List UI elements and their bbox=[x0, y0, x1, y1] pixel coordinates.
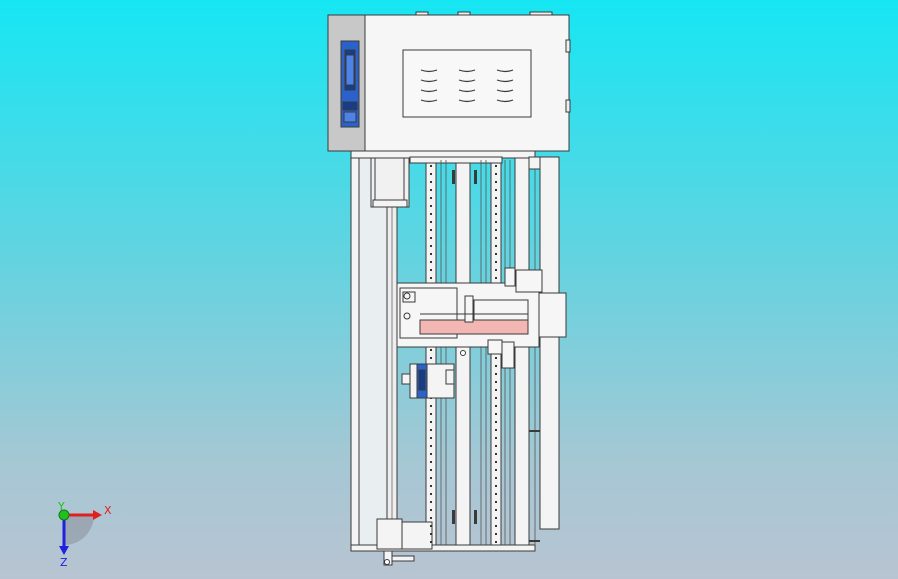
control-box bbox=[327, 11, 571, 152]
top-motor bbox=[370, 156, 410, 208]
pink-block bbox=[419, 319, 529, 335]
y-axis-dot bbox=[58, 509, 70, 521]
axis-triad bbox=[58, 509, 102, 555]
y-axis-label: Y bbox=[57, 500, 65, 513]
carriage-assembly bbox=[396, 267, 567, 369]
gripper-head bbox=[538, 292, 567, 338]
left-side-plate bbox=[350, 156, 360, 551]
bottom-motor-mount bbox=[376, 518, 403, 550]
vent-slots bbox=[420, 69, 514, 103]
outer-plate bbox=[539, 156, 560, 530]
x-axis-label: X bbox=[104, 504, 112, 517]
outer-rail bbox=[514, 156, 530, 551]
lower-slider bbox=[401, 363, 455, 399]
linear-module-frame bbox=[350, 150, 560, 566]
left-cover bbox=[358, 156, 388, 551]
z-axis-label: Z bbox=[60, 556, 68, 569]
vent-panel bbox=[402, 49, 532, 118]
triad-shadow bbox=[64, 515, 94, 545]
guide-rail-left bbox=[425, 156, 437, 551]
